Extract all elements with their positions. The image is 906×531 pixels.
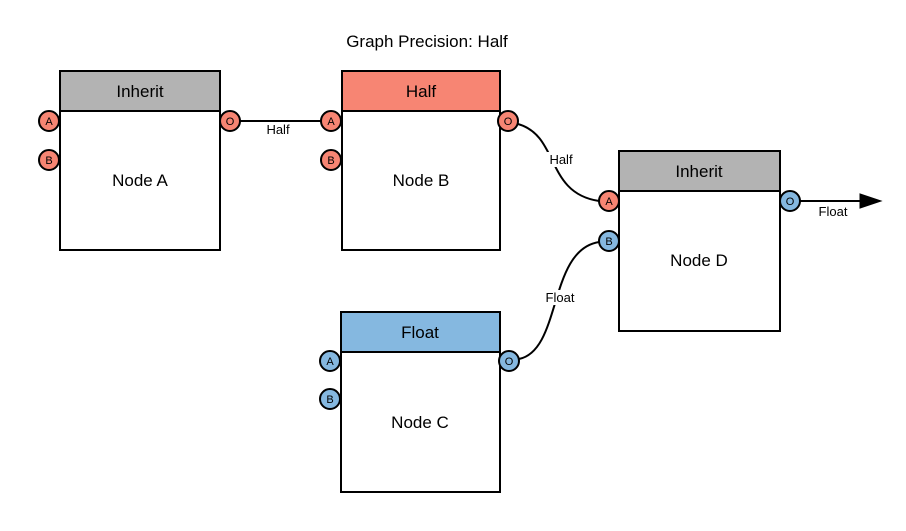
node-d-title: Node D bbox=[670, 251, 728, 270]
node-c-port-b: B bbox=[319, 388, 341, 410]
port-circle bbox=[598, 230, 620, 252]
edge-node-d-output-arrow: Float bbox=[800, 193, 883, 219]
node-d-header bbox=[618, 150, 781, 192]
diagram-title: Graph Precision: Half bbox=[346, 32, 508, 51]
node-b-header bbox=[341, 70, 501, 112]
node-a-port-out: O bbox=[219, 110, 241, 132]
node-b-port-b: B bbox=[320, 149, 342, 171]
node-a-port-b: B bbox=[38, 149, 60, 171]
arrowhead-icon bbox=[859, 193, 883, 209]
port-circle bbox=[598, 190, 620, 212]
port-circle bbox=[498, 350, 520, 372]
port-label: O bbox=[786, 196, 795, 208]
port-circle bbox=[219, 110, 241, 132]
node-b-port-out: O bbox=[497, 110, 519, 132]
port-circle bbox=[497, 110, 519, 132]
node-c-port-a: A bbox=[319, 350, 341, 372]
port-circle bbox=[320, 110, 342, 132]
edge-node-a-to-node-b: Half bbox=[240, 120, 321, 137]
node-c-port-out: O bbox=[498, 350, 520, 372]
node-a-header-label: Inherit bbox=[116, 82, 164, 101]
port-label: B bbox=[45, 155, 52, 167]
port-circle bbox=[319, 388, 341, 410]
node-c-title: Node C bbox=[391, 413, 449, 432]
node-a: Inherit Node A A B O bbox=[38, 70, 241, 251]
edge-label-float: Float bbox=[819, 204, 848, 219]
port-label: B bbox=[326, 394, 333, 406]
node-c-header-label: Float bbox=[401, 323, 439, 342]
port-circle bbox=[38, 149, 60, 171]
node-d-port-b: B bbox=[598, 230, 620, 252]
edge-label-float: Float bbox=[546, 290, 575, 305]
edge-label-half: Half bbox=[266, 122, 290, 137]
port-label: A bbox=[605, 196, 613, 208]
node-d-header-label: Inherit bbox=[675, 162, 723, 181]
node-d-port-out: O bbox=[779, 190, 801, 212]
edge-node-b-to-node-d: Half bbox=[517, 123, 600, 202]
node-a-header bbox=[59, 70, 221, 112]
port-circle bbox=[320, 149, 342, 171]
node-a-port-a: A bbox=[38, 110, 60, 132]
node-b-port-a: A bbox=[320, 110, 342, 132]
edge-label-background bbox=[547, 152, 575, 167]
port-circle bbox=[38, 110, 60, 132]
port-label: A bbox=[45, 116, 53, 128]
port-label: A bbox=[326, 356, 334, 368]
port-label: A bbox=[327, 116, 335, 128]
node-b: Half Node B A B O bbox=[320, 70, 519, 251]
port-label: B bbox=[605, 236, 612, 248]
node-a-title: Node A bbox=[112, 171, 168, 190]
node-c: Float Node C A B O bbox=[319, 311, 520, 493]
node-b-title: Node B bbox=[393, 171, 450, 190]
node-d: Inherit Node D A B O bbox=[598, 150, 801, 332]
edge-node-c-to-node-d: Float bbox=[518, 241, 600, 360]
port-label: O bbox=[505, 356, 514, 368]
node-c-header bbox=[340, 311, 501, 353]
node-d-port-a: A bbox=[598, 190, 620, 212]
port-label: O bbox=[226, 116, 235, 128]
node-b-header-label: Half bbox=[406, 82, 437, 101]
port-circle bbox=[779, 190, 801, 212]
edge-label-background bbox=[544, 290, 577, 305]
port-circle bbox=[319, 350, 341, 372]
edge-label-half: Half bbox=[549, 152, 573, 167]
port-label: O bbox=[504, 116, 513, 128]
port-label: B bbox=[327, 155, 334, 167]
